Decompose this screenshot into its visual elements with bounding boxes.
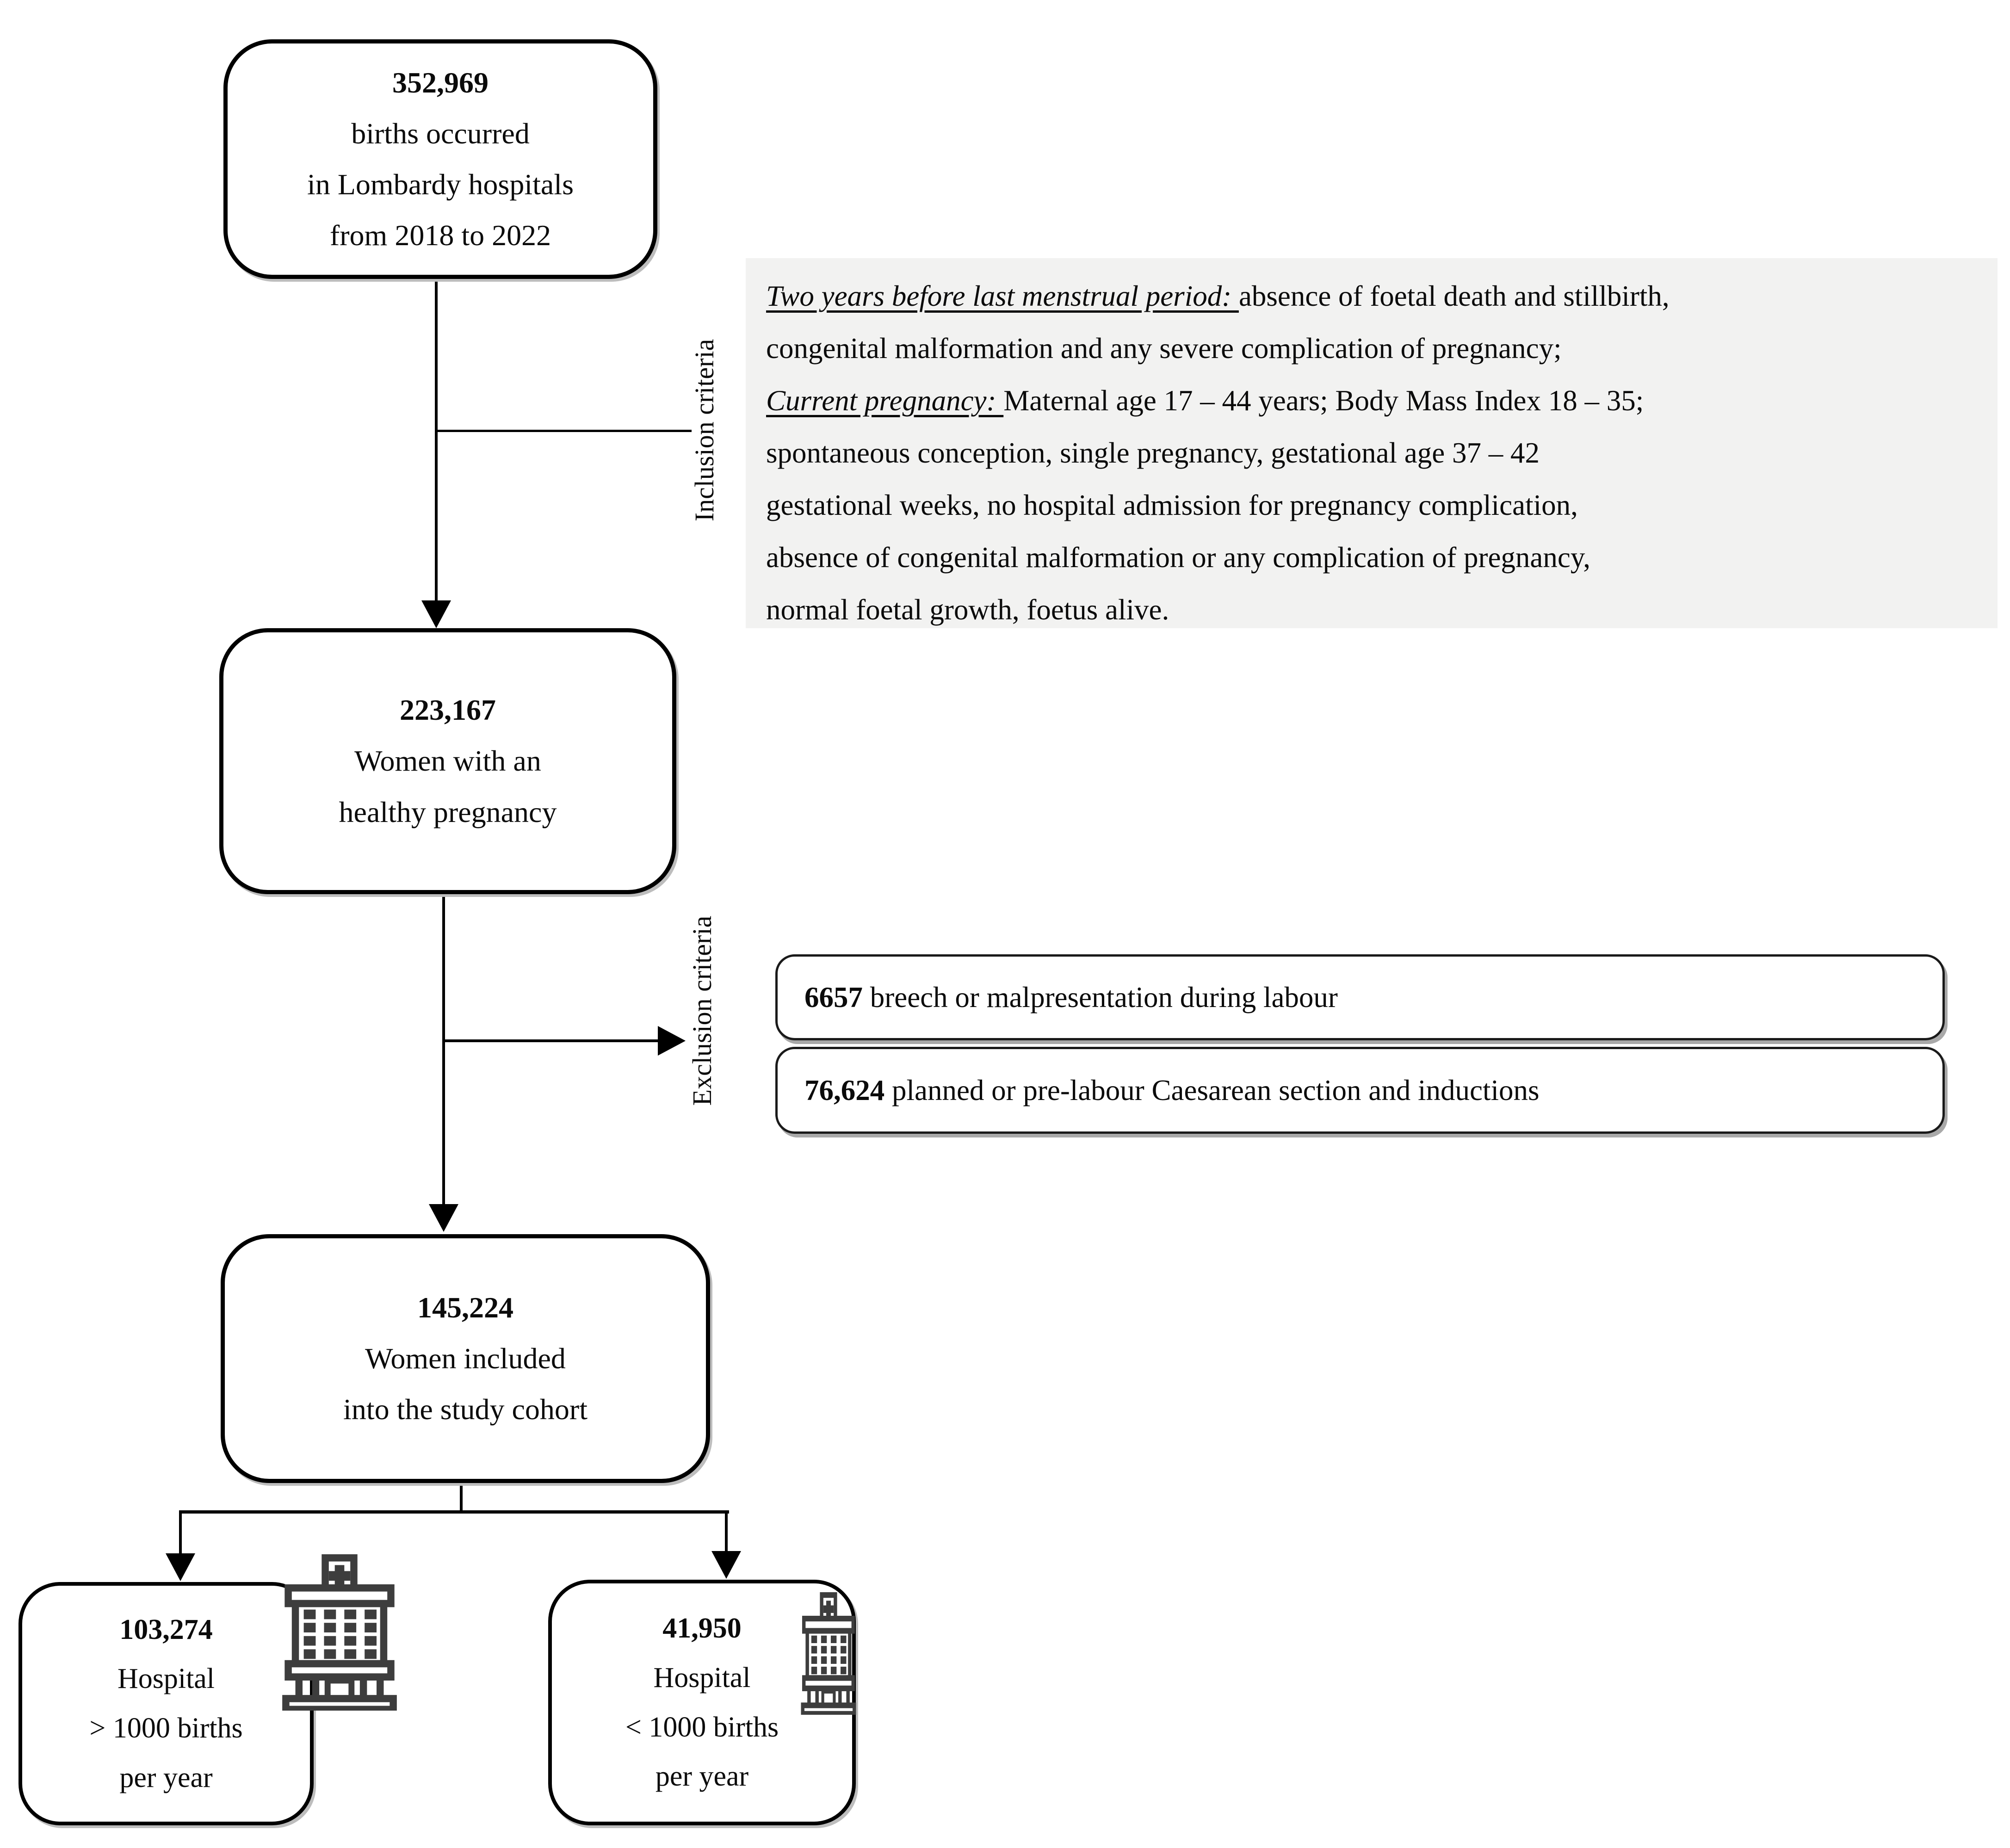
inclusion-criteria-label: Inclusion criteria: [689, 339, 719, 522]
inclusion-criteria-text: Two years before last menstrual period: …: [766, 280, 1670, 626]
box-births-total: 352,969 births occurred in Lombardy hosp…: [223, 39, 657, 279]
exclusion-caesarean-count: 76,624: [804, 1074, 885, 1106]
arrowhead-down-icon: [429, 1204, 458, 1232]
exclusion-box-caesarean: 76,624 planned or pre-labour Caesarean s…: [775, 1047, 1945, 1134]
arrowhead-down-icon: [421, 600, 451, 628]
hospital-large-line: per year: [119, 1761, 213, 1793]
births-count: 352,969: [392, 66, 489, 99]
healthy-line: healthy pregnancy: [339, 795, 557, 828]
arrowhead-right-icon: [658, 1026, 686, 1056]
exclusion-caesarean-text: planned or pre-labour Caesarean section …: [884, 1074, 1540, 1106]
hospital-building-icon: [800, 1592, 857, 1715]
exclusion-breech-count: 6657: [804, 981, 863, 1014]
hospital-small-line: < 1000 births: [625, 1711, 779, 1743]
healthy-line: Women with an: [354, 744, 541, 778]
arrowhead-down-icon: [711, 1551, 741, 1579]
arrowhead-down-icon: [166, 1553, 195, 1581]
exclusion-criteria-label: Exclusion criteria: [686, 915, 717, 1106]
healthy-count: 223,167: [400, 693, 496, 727]
inclusion-criteria-panel: Two years before last menstrual period: …: [746, 258, 1998, 628]
cohort-line: Women included: [365, 1341, 566, 1375]
hospital-small-line: Hospital: [653, 1662, 751, 1693]
hospital-small-count: 41,950: [662, 1613, 742, 1644]
births-line: births occurred: [351, 117, 530, 150]
births-line: in Lombardy hospitals: [307, 168, 574, 201]
connector-births-to-healthy: [435, 271, 438, 600]
box-hospital-large: 103,274 Hospital > 1000 births per year: [19, 1582, 314, 1825]
cohort-line: into the study cohort: [343, 1393, 588, 1426]
connector-inclusion-branch: [436, 430, 692, 432]
connector-exclusion-branch: [444, 1039, 658, 1042]
births-line: from 2018 to 2022: [329, 219, 551, 252]
hospital-large-count: 103,274: [119, 1613, 213, 1645]
connector-cohort-stub: [460, 1475, 463, 1512]
exclusion-breech-text: breech or malpresentation during labour: [863, 981, 1338, 1014]
hospital-large-line: > 1000 births: [89, 1712, 243, 1744]
connector-right-drop: [725, 1510, 728, 1551]
connector-split-horizontal: [179, 1510, 729, 1514]
connector-left-drop: [179, 1510, 182, 1553]
exclusion-box-breech: 6657 breech or malpresentation during la…: [775, 954, 1945, 1040]
cohort-count: 145,224: [417, 1291, 513, 1324]
hospital-large-line: Hospital: [117, 1663, 215, 1695]
connector-healthy-to-cohort: [442, 886, 445, 1204]
box-study-cohort: 145,224 Women included into the study co…: [221, 1234, 710, 1483]
hospital-small-line: per year: [655, 1761, 749, 1792]
box-healthy-pregnancy: 223,167 Women with an healthy pregnancy: [219, 628, 676, 894]
hospital-building-icon: [280, 1554, 399, 1711]
